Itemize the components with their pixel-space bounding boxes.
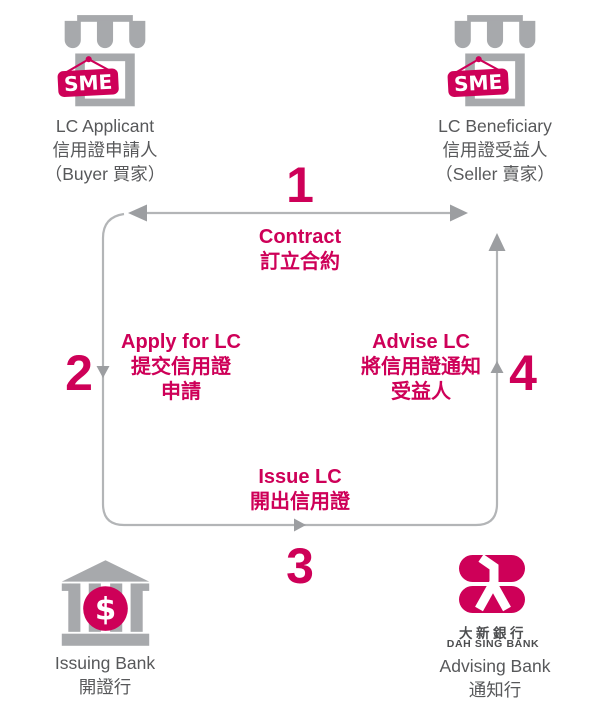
dahsing-logo-name-en: DAH SING BANK [446, 638, 540, 650]
beneficiary-name-zh: 信用證受益人 [442, 140, 548, 160]
issuing-bank-name-zh: 開證行 [78, 677, 132, 697]
step-2-label-zh-2: 申請 [161, 381, 201, 403]
step-1-label-zh: 訂立合約 [259, 251, 340, 273]
dahsing-logo-name-zh: 大新銀行 [459, 626, 527, 641]
arrow-down-mid-icon [96, 366, 110, 378]
arrow-up-mid-icon [490, 361, 504, 373]
advising-bank-name-zh: 通知行 [468, 680, 522, 700]
beneficiary-role: （Seller 賣家） [435, 164, 555, 184]
step-2-number: 2 [65, 345, 93, 401]
arrow-left-icon [128, 204, 147, 222]
issuing-bank-name-en: Issuing Bank [54, 653, 156, 673]
step-2-label-en: Apply for LC [121, 331, 241, 353]
advising-bank-name-en: Advising Bank [439, 656, 551, 676]
step-1-label-en: Contract [258, 226, 342, 248]
step-3-number: 3 [286, 538, 314, 594]
arrow-right-mid-icon [294, 518, 306, 532]
step-1-number: 1 [286, 157, 314, 213]
dollar-icon: $ [95, 593, 116, 628]
applicant-role: （Buyer 買家） [44, 164, 166, 184]
step-3-label: Issue LC 開出信用證 [250, 465, 350, 515]
step-2-label: Apply for LC 提交信用證 申請 [121, 330, 241, 405]
step-2-label-zh-1: 提交信用證 [131, 356, 231, 378]
step-4-label-zh-2: 受益人 [391, 381, 451, 403]
bank-icon: $ [59, 560, 152, 646]
sme-sign-label: SME [453, 70, 503, 96]
beneficiary-name-en: LC Beneficiary [438, 116, 552, 136]
step-3-label-en: Issue LC [258, 466, 342, 488]
arrow-right-icon [450, 204, 468, 222]
step-4-label-zh-1: 將信用證通知 [361, 356, 481, 378]
step-4-number: 4 [509, 345, 537, 401]
storefront-sme-icon: SME [57, 15, 153, 115]
party-beneficiary: LC Beneficiary 信用證受益人 （Seller 賣家） [435, 114, 555, 186]
step-3-label-zh: 開出信用證 [250, 491, 350, 513]
arrow-up-end-icon [488, 233, 506, 251]
storefront-sme-icon: SME [447, 15, 543, 115]
party-issuing-bank: Issuing Bank 開證行 [55, 651, 155, 699]
sme-sign-label: SME [63, 70, 113, 96]
dahsing-logo [459, 555, 525, 617]
flow-path [101, 212, 499, 527]
applicant-name-zh: 信用證申請人 [52, 140, 158, 160]
step-4-label: Advise LC 將信用證通知 受益人 [361, 330, 481, 405]
step-1-label: Contract 訂立合約 [259, 225, 341, 275]
party-applicant: LC Applicant 信用證申請人 （Buyer 買家） [45, 114, 166, 186]
step-4-label-en: Advise LC [372, 331, 470, 353]
party-advising-bank: Advising Bank 通知行 [440, 654, 551, 702]
applicant-name-en: LC Applicant [55, 116, 155, 136]
